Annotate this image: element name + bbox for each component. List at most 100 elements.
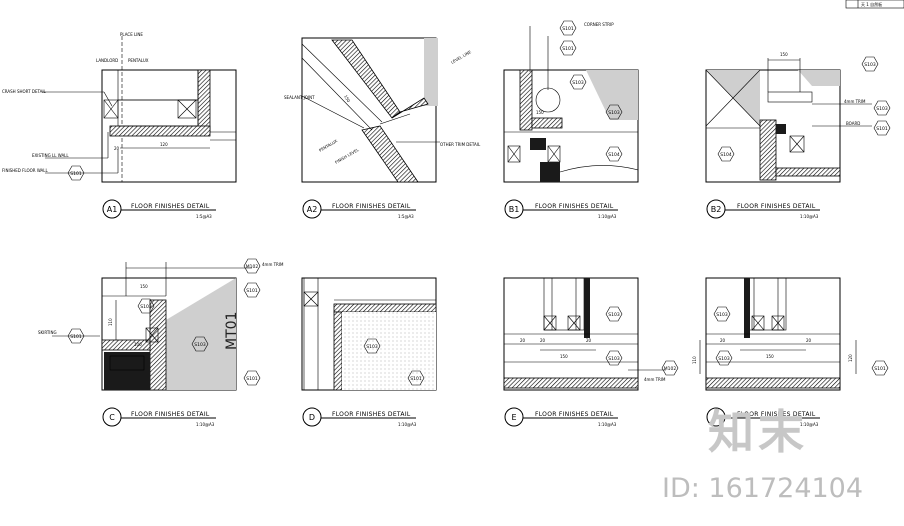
- e-dim-1: 20: [520, 338, 526, 343]
- b1-title: FLOOR FINISHES DETAIL: [535, 203, 614, 210]
- detail-a1: PLACE LINE LANDLORD PENTALUX CRASH SHORT…: [2, 32, 237, 219]
- b2-scale: 1:10@A3: [800, 214, 819, 219]
- e-scale: 1:10@A3: [598, 422, 617, 427]
- detail-b2: 150 4mm TRIM BOARD S103 S103 S101 S104 B…: [705, 52, 891, 219]
- d-detail-bubble: [302, 407, 322, 427]
- a1-detail-bubble: [102, 199, 122, 219]
- e-dim-2: 150: [560, 354, 568, 359]
- f-dim-4: 110: [692, 356, 697, 364]
- a1-note-place-line: PLACE LINE: [120, 32, 143, 37]
- c-tag-3: S103: [194, 342, 206, 348]
- a2-detail-id: A2: [307, 205, 318, 214]
- b1-detail-bubble: [504, 199, 524, 219]
- b2-tag-2: S103: [876, 106, 888, 112]
- a2-scale: 1:5@A3: [398, 214, 414, 219]
- f-detail-bubble: [706, 407, 726, 427]
- a2-note-level-line: LEVEL LINE: [450, 49, 472, 65]
- e-tag-3: M102: [664, 366, 677, 372]
- a1-note-existing-wall: EXISTING LL WALL: [32, 153, 69, 158]
- a1-note-pentalux: PENTALUX: [128, 58, 149, 63]
- title-block-text: 天 1 自然板: [861, 1, 882, 7]
- a2-note-sealant: SEALANT JOINT: [284, 95, 315, 100]
- b1-tag-5: S104: [608, 152, 620, 158]
- b1-note-corner: CORNER STRIP: [584, 22, 614, 27]
- c-detail-bubble: [102, 407, 122, 427]
- b2-tag-1: S103: [864, 62, 876, 68]
- b2-tag-3: S101: [876, 126, 888, 132]
- a1-note-finished-wall: FINISHED FLOOR WALL: [2, 168, 49, 173]
- e-dim-3: 20: [540, 338, 546, 343]
- f-dim-2: 150: [766, 354, 774, 359]
- a1-dim-20: 20: [114, 146, 120, 151]
- c-tag-4: S101: [70, 334, 82, 340]
- c-material-label: MT01: [224, 312, 240, 350]
- a1-note-crash: CRASH SHORT DETAIL: [2, 89, 47, 94]
- c-dim-110: 110: [108, 318, 113, 326]
- c-detail-id: C: [109, 413, 115, 422]
- b1-tag-3: S103: [572, 80, 584, 86]
- a2-note-finish-level: FINISH LEVEL: [334, 147, 360, 165]
- d-scale: 1:10@A3: [398, 422, 417, 427]
- b2-title: FLOOR FINISHES DETAIL: [737, 203, 816, 210]
- d-detail-id: D: [309, 413, 315, 422]
- f-scale: 1:10@A3: [800, 422, 819, 427]
- c-note-trim: 4mm TRIM: [262, 262, 284, 267]
- e-tag-1: S103: [608, 312, 620, 318]
- a1-note-landlord: LANDLORD: [96, 58, 118, 63]
- c-scale: 1:10@A3: [196, 422, 215, 427]
- detail-b1: CORNER STRIP 150 S101 S101 S103 S103 S10…: [503, 20, 639, 219]
- e-detail-id: E: [511, 413, 516, 422]
- a1-title: FLOOR FINISHES DETAIL: [131, 203, 210, 210]
- e-title: FLOOR FINISHES DETAIL: [535, 411, 614, 418]
- c-tag-6: S101: [246, 376, 258, 382]
- watermark-logo: 知末: [708, 405, 808, 459]
- watermark-id: ID: 161724104: [662, 473, 863, 504]
- a1-dim-120: 120: [160, 142, 168, 147]
- d-title: FLOOR FINISHES DETAIL: [332, 411, 411, 418]
- e-detail-bubble: [504, 407, 524, 427]
- b2-detail-id: B2: [711, 205, 722, 214]
- b2-tag-4: S104: [720, 152, 732, 158]
- a2-dim-150: 150: [343, 94, 351, 104]
- f-tag-2: S103: [718, 356, 730, 362]
- a2-note-pentalux: PENTALUX: [318, 138, 338, 153]
- f-tag-3: S101: [874, 366, 886, 372]
- f-dim-1: 20: [720, 338, 726, 343]
- b2-dim-150: 150: [780, 52, 788, 57]
- a2-detail-bubble: [302, 199, 322, 219]
- c-dim-150: 150: [140, 284, 148, 289]
- b2-detail-bubble: [706, 199, 726, 219]
- c-note-skirting: SKIRTING: [38, 330, 57, 335]
- b2-note-trim: 4mm TRIM: [844, 99, 866, 104]
- d-tag-1: S103: [366, 344, 378, 350]
- b2-note-board: BOARD: [846, 121, 860, 126]
- detail-e: 20 150 20 20 4mm TRIM S103 S103 M102 E F…: [503, 277, 679, 427]
- e-dim-4: 20: [586, 338, 592, 343]
- a1-detail-id: A1: [107, 205, 118, 214]
- title-block-corner: 天 1 自然板: [845, 0, 904, 9]
- detail-f: 20 150 20 110 120 S103 S103 S101 F FLOOR…: [692, 277, 889, 427]
- f-tag-1: S103: [716, 312, 728, 318]
- f-dim-5: 120: [848, 354, 853, 362]
- e-note-trim: 4mm TRIM: [644, 377, 666, 382]
- a1-scale: 1:5@A3: [196, 214, 212, 219]
- detail-c: 150 110 100 4mm TRIM SKIRTING MT01 M102 …: [38, 258, 284, 427]
- b1-detail-id: B1: [509, 205, 520, 214]
- a2-title: FLOOR FINISHES DETAIL: [332, 203, 411, 210]
- b1-tag-2: S101: [562, 46, 574, 52]
- detail-a2: LEVEL LINE SEALANT JOINT PENTALUX FINISH…: [284, 37, 481, 219]
- c-tag-5: S103: [140, 304, 152, 310]
- b1-scale: 1:10@A3: [598, 214, 617, 219]
- f-title: FLOOR FINISHES DETAIL: [737, 411, 816, 418]
- a1-tag-s101: S101: [70, 171, 82, 177]
- b1-tag-1: S101: [562, 26, 574, 32]
- b1-tag-4: S103: [608, 110, 620, 116]
- c-dim-100: 100: [134, 342, 142, 347]
- e-tag-2: S103: [608, 356, 620, 362]
- detail-d: S103 S101 D FLOOR FINISHES DETAIL 1:10@A…: [301, 277, 437, 427]
- c-tag-2: S101: [246, 288, 258, 294]
- f-dim-3: 20: [806, 338, 812, 343]
- b1-dim-150: 150: [536, 110, 544, 115]
- a2-note-trim: OTHER TRIM DETAIL: [440, 142, 481, 147]
